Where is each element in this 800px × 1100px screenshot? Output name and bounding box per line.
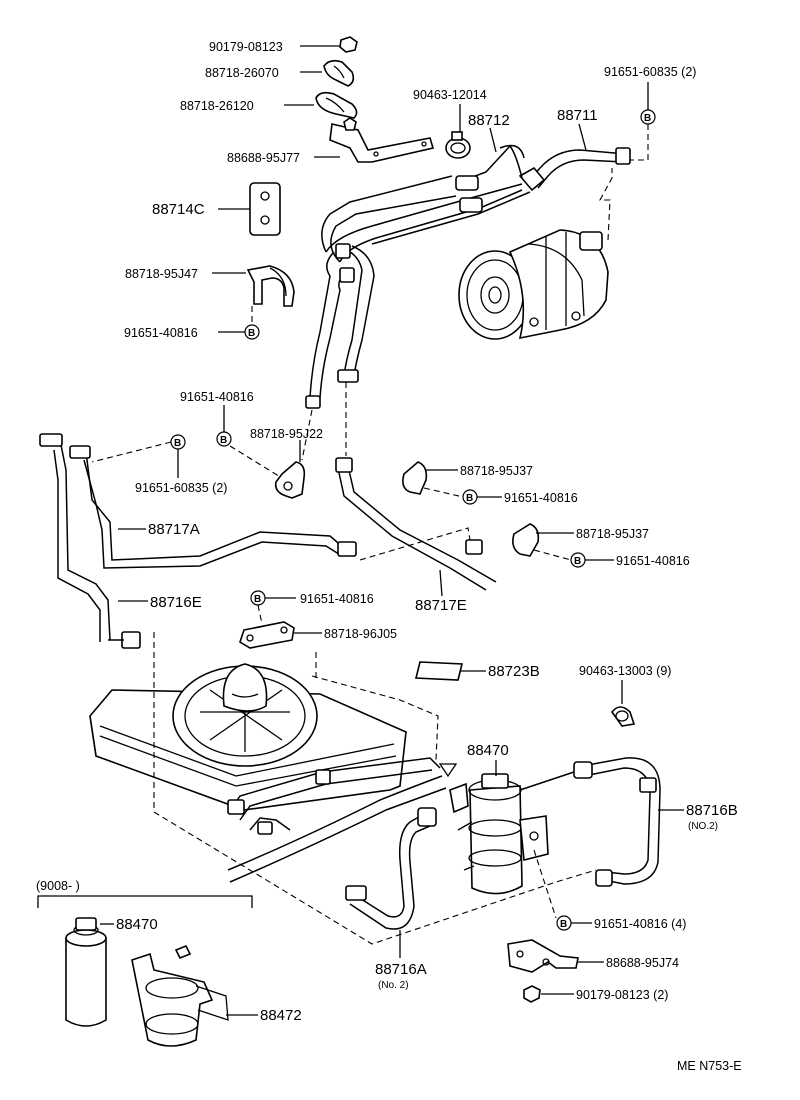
label-88688-95J77: 88688-95J77: [227, 151, 300, 165]
inset-header: (9008- ): [36, 879, 80, 893]
label-88716E: 88716E: [150, 594, 202, 611]
label-88711: 88711: [557, 107, 598, 124]
label-88718-95J22: 88718-95J22: [250, 427, 323, 441]
cushion-88714C: [249, 182, 281, 236]
svg-text:B: B: [254, 594, 261, 605]
label-88717E: 88717E: [415, 597, 467, 614]
label-91651-40816-f: 91651-40816 (4): [594, 917, 686, 931]
bolt-91651-40816-f: B: [556, 915, 572, 931]
label-88718-96J05: 88718-96J05: [324, 627, 397, 641]
clamp-88718-96J05: [239, 621, 295, 649]
label-91651-60835-mid: 91651-60835 (2): [135, 481, 227, 495]
bolt-91651-40816-e: B: [250, 590, 266, 606]
label-88717A: 88717A: [148, 521, 200, 538]
pipe-88716E: [39, 433, 141, 649]
bracket-88472: [131, 944, 229, 1047]
svg-text:B: B: [560, 919, 567, 930]
label-91651-40816-a: 91651-40816: [124, 326, 198, 340]
clamp-88718-26070: [323, 59, 355, 87]
compressor: [458, 229, 609, 340]
hose-88711: [518, 147, 631, 192]
svg-text:B: B: [248, 328, 255, 339]
bolt-91651-60835-top: B: [640, 109, 656, 125]
label-88714C: 88714C: [152, 201, 205, 218]
hose-lines-down: [305, 243, 375, 409]
label-88470-inset: 88470: [116, 916, 158, 933]
bolt-91651-60835-mid: B: [170, 434, 186, 450]
label-88470-main: 88470: [467, 742, 509, 759]
clamp-88718-95J22: [274, 461, 306, 499]
clamp-88718-95J37-a: [402, 461, 428, 495]
label-88718-95J37-b: 88718-95J37: [576, 527, 649, 541]
label-88716B-sub: (NO.2): [688, 821, 718, 832]
pipe-88717A: [69, 445, 357, 569]
nut-90179-08123-bottom: [523, 985, 541, 1003]
label-88688-95J74: 88688-95J74: [606, 956, 679, 970]
label-plate-88723B: [414, 661, 464, 681]
svg-text:B: B: [174, 438, 181, 449]
hose-clamp-90463-13003: [610, 706, 636, 727]
label-88718-26120: 88718-26120: [180, 99, 254, 113]
label-88718-95J37-a: 88718-95J37: [460, 464, 533, 478]
label-91651-40816-b: 91651-40816: [180, 390, 254, 404]
label-90463-13003: 90463-13003 (9): [579, 664, 671, 678]
bracket-88688-95J74: [507, 939, 579, 973]
condenser-assembly: [89, 663, 407, 811]
bolt-91651-40816-d: B: [570, 552, 586, 568]
bolt-91651-40816-a: B: [244, 324, 260, 340]
clamp-88718-26120: [315, 91, 358, 119]
label-91651-60835-top: 91651-60835 (2): [604, 65, 696, 79]
label-88716A: 88716A: [375, 961, 427, 978]
label-90463-12014: 90463-12014: [413, 88, 487, 102]
label-88712: 88712: [468, 112, 510, 129]
hose-88712: [321, 144, 531, 263]
hose-88716B: [519, 757, 661, 887]
pipe-88716A: [345, 807, 437, 930]
svg-text:B: B: [466, 493, 473, 504]
svg-text:B: B: [220, 435, 227, 446]
receiver-88470: [449, 773, 549, 895]
receiver-88470-inset: [65, 917, 107, 1027]
pipe-88717E: [335, 457, 497, 591]
label-88723B: 88723B: [488, 663, 540, 680]
reference-code: ME N753-E: [677, 1059, 742, 1073]
hose-clamp-90463-12014: [445, 131, 471, 159]
clamp-88718-95J37-b: [512, 523, 540, 557]
label-90179-08123-top: 90179-08123: [209, 40, 283, 54]
svg-text:B: B: [574, 556, 581, 567]
pipe-condenser-outlet: [227, 757, 447, 883]
label-88716B: 88716B: [686, 802, 738, 819]
bolt-91651-40816-c: B: [462, 489, 478, 505]
label-88472: 88472: [260, 1007, 302, 1024]
label-91651-40816-e: 91651-40816: [300, 592, 374, 606]
clamp-88718-95J47: [246, 265, 295, 307]
label-91651-40816-c: 91651-40816: [504, 491, 578, 505]
nut-90179-08123: [339, 36, 358, 53]
bolt-91651-40816-b: B: [216, 431, 232, 447]
label-88718-26070: 88718-26070: [205, 66, 279, 80]
svg-text:B: B: [644, 113, 651, 124]
label-88716A-sub: (No. 2): [378, 980, 409, 991]
label-91651-40816-d: 91651-40816: [616, 554, 690, 568]
label-88718-95J47: 88718-95J47: [125, 267, 198, 281]
label-90179-08123-bot: 90179-08123 (2): [576, 988, 668, 1002]
bracket-88688-95J77: [329, 117, 435, 163]
